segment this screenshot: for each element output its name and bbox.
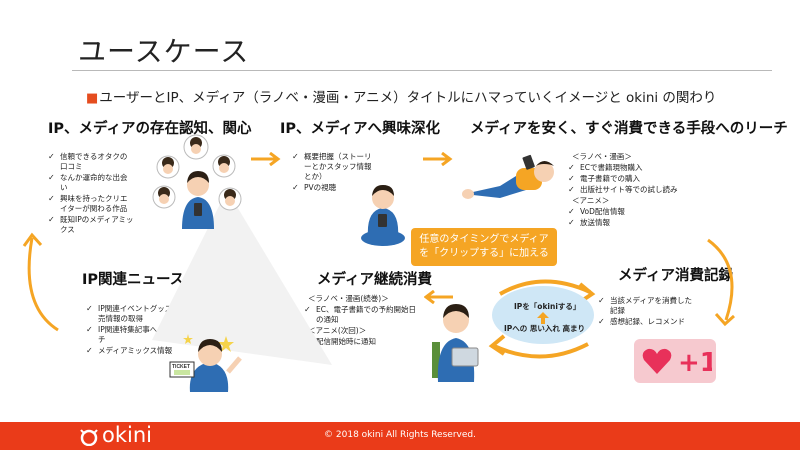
flow-arrow-right-1 xyxy=(251,152,281,166)
callout-line-1: 任意のタイミングでメディア xyxy=(419,234,549,245)
flow-arrow-curve-left xyxy=(22,232,59,332)
group-heading: ＜ラノベ・漫画(続巻)＞ xyxy=(308,294,389,303)
list-item: 電子書籍での購入 xyxy=(568,174,708,184)
record-bullet-list: 当該メディアを消費した記録 感想記録、レコメンド xyxy=(598,296,698,328)
news-bullet-list: IP関連イベントグッズ発売情報の取得 IP関連特集記事へのリーチ メディアミック… xyxy=(86,304,186,357)
continuous-person-illustration xyxy=(432,304,479,382)
okini-logo-mark-icon xyxy=(80,429,98,446)
list-item: 概要把握（ストーリーとかスタッフ情報とか） xyxy=(292,152,374,182)
reach-bullet-list: ＜ラノベ・漫画＞ ECで書籍現物購入 電子書籍での購入 出版社サイト等での試し読… xyxy=(568,152,708,229)
subtitle-text: ユーザーとIP、メディア（ラノベ・漫画・アニメ）タイトルにハマっていくイメージと… xyxy=(99,90,717,106)
list-item: 既知IPのメディアミックス xyxy=(48,215,134,235)
list-item: IP関連イベントグッズ発売情報の取得 xyxy=(86,304,186,324)
list-item: VoD配信情報 xyxy=(568,207,708,217)
heart-icon xyxy=(642,348,672,374)
spotlight-beam xyxy=(152,190,332,365)
flow-arrow-left-continuous xyxy=(424,290,453,304)
list-item: 興味を持ったクリエイターが関わる作品 xyxy=(48,194,134,214)
group-heading: ＜アニメ＞ xyxy=(572,196,610,205)
list-item: IP関連特集記事へのリーチ xyxy=(86,325,186,345)
subtitle-marker: ■ xyxy=(86,91,99,106)
stage-record-title: メディア消費記録 xyxy=(618,268,733,284)
up-arrow-icon xyxy=(537,312,549,324)
slide-subtitle: ■ユーザーとIP、メディア（ラノベ・漫画・アニメ）タイトルにハマっていくイメージ… xyxy=(86,86,716,106)
interest-person-illustration xyxy=(361,185,405,246)
list-item: 当該メディアを消費した記録 xyxy=(598,296,698,316)
copyright-text: © 2018 okini All Rights Reserved. xyxy=(324,430,476,440)
cycle-attachment-label: IPへの 思い入れ 高まり xyxy=(504,324,586,333)
cycle-ellipse: IPを「okiniする」 IPへの 思い入れ 高まり xyxy=(492,286,594,344)
footer-bar: okini © 2018 okini All Rights Reserved. xyxy=(0,422,800,450)
list-item: PVの視聴 xyxy=(292,183,374,193)
list-item: 出版社サイト等での試し読み xyxy=(568,185,708,195)
list-item: 信頼できるオタクの口コミ xyxy=(48,152,134,172)
flow-arrow-right-2 xyxy=(423,152,453,166)
list-item: 放送情報 xyxy=(568,218,708,228)
list-item: 感想記録、レコメンド xyxy=(598,317,698,327)
title-divider xyxy=(72,70,772,71)
stage-interest-title: IP、メディアへ興味深化 xyxy=(280,121,441,137)
awareness-person-illustration xyxy=(152,134,242,229)
cycle-okini-label: IPを「okiniする」 xyxy=(514,302,581,311)
callout-line-2: を「クリップする」に加える xyxy=(419,248,549,259)
stage-awareness-title: IP、メディアの存在認知、関心 xyxy=(48,121,252,137)
awareness-bullet-list: 信頼できるオタクの口コミ なんか運命的な出会い 興味を持ったクリエイターが関わる… xyxy=(48,152,134,236)
list-item: メディアミックス情報 xyxy=(86,346,186,356)
clip-callout: 任意のタイミングでメディア を「クリップする」に加える xyxy=(411,228,557,266)
svg-text:+1: +1 xyxy=(678,348,712,376)
plus-one-badge: +1 xyxy=(634,339,716,383)
ticket-label: TICKET xyxy=(172,364,190,370)
okini-logo-text: okini xyxy=(102,423,152,447)
stage-reach-title: メディアを安く、すぐ消費できる手段へのリーチ xyxy=(470,121,788,137)
group-heading: ＜アニメ(次回)＞ xyxy=(308,326,367,335)
list-item: EC、電子書籍での予約開始日の通知 xyxy=(304,305,422,325)
stage-continuous-title: メディア継続消費 xyxy=(317,272,432,288)
plus-one-text: +1 xyxy=(678,348,712,376)
list-item: ECで書籍現物購入 xyxy=(568,163,708,173)
slide-title: ユースケース xyxy=(78,35,250,68)
reach-person-illustration xyxy=(462,154,554,199)
cycle-arrows xyxy=(488,279,596,359)
flow-arrow-curve-right xyxy=(707,238,735,327)
list-item: なんか運命的な出会い xyxy=(48,173,134,193)
interest-bullet-list: 概要把握（ストーリーとかスタッフ情報とか） PVの視聴 xyxy=(292,152,374,194)
group-heading: ＜ラノベ・漫画＞ xyxy=(572,152,632,161)
news-person-illustration: TICKET xyxy=(169,334,242,392)
